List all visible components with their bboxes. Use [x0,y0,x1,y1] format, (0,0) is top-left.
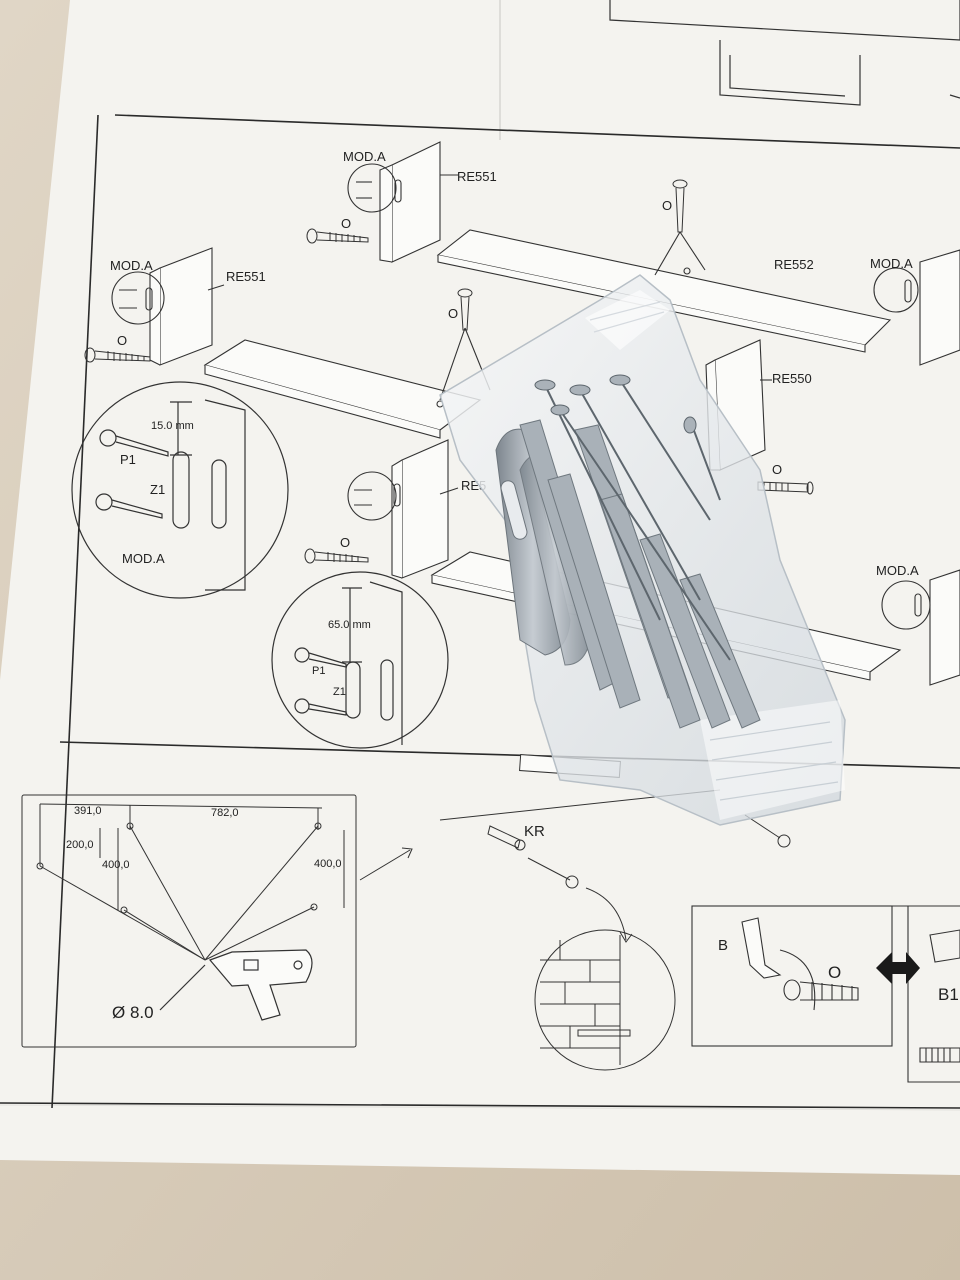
z1-label-1: Z1 [150,482,165,497]
detail-circle-15mm [71,381,289,599]
o-label-3: O [117,333,127,348]
panel-re551-left [111,247,225,366]
mod-a-label-4: MOD.A [122,551,165,566]
wall-plug [519,419,761,729]
o-label-4: O [448,306,458,321]
drill-icon [159,949,313,1021]
dim-400a-label: 400,0 [102,859,130,871]
o-label-7: O [828,963,841,982]
drill-size-label: Ø 8.0 [112,1003,154,1022]
o-label-6: O [340,535,350,550]
screw-icon-3 [84,347,151,363]
mod-a-label-3: MOD.A [110,258,153,273]
re552-label: RE552 [774,257,814,272]
re551-label-2: RE551 [226,269,266,284]
drill-diagram [21,794,413,1048]
panel-right-lower [881,569,960,686]
detail-circle-65mm [271,571,449,749]
mod-a-label-1: MOD.A [343,149,386,164]
mod-a-label-2: MOD.A [870,256,913,271]
dim-15-label: 15.0 mm [151,420,194,432]
z1-label-2: Z1 [333,686,346,698]
shelf-middle-left [203,327,491,439]
re551-label-1: RE551 [457,169,497,184]
b-label: B [718,937,728,954]
panel-re551-top [347,141,458,263]
metal-mounting-plate [495,428,591,666]
panel-right-top [873,249,960,366]
screw-icon-1 [306,228,369,244]
kr-label: KR [524,823,545,840]
dim-391-label: 391,0 [74,805,102,817]
p1-label-1: P1 [120,452,136,467]
screw-icon-4 [457,288,473,331]
dim-782-label: 782,0 [211,807,239,819]
o-label-5: O [772,462,782,477]
p1-label-2: P1 [312,665,325,677]
dim-65-label: 65.0 mm [328,619,371,631]
o-label-1: O [341,216,351,231]
furniture-sketch-top [609,0,960,106]
double-arrow-icon [876,952,920,984]
dim-200-label: 200,0 [66,839,94,851]
dim-400b-label: 400,0 [314,858,342,870]
hardware-bag [439,274,846,826]
screw-icon-2 [672,179,688,233]
panel-re5-middle [347,439,459,579]
screw-icon-6 [304,548,369,564]
b1-label-partial: B1 [938,985,959,1004]
re550-label: RE550 [772,371,812,386]
screw-hardware [544,379,731,661]
mod-a-label-5: MOD.A [876,563,919,578]
o-label-2: O [662,198,672,213]
